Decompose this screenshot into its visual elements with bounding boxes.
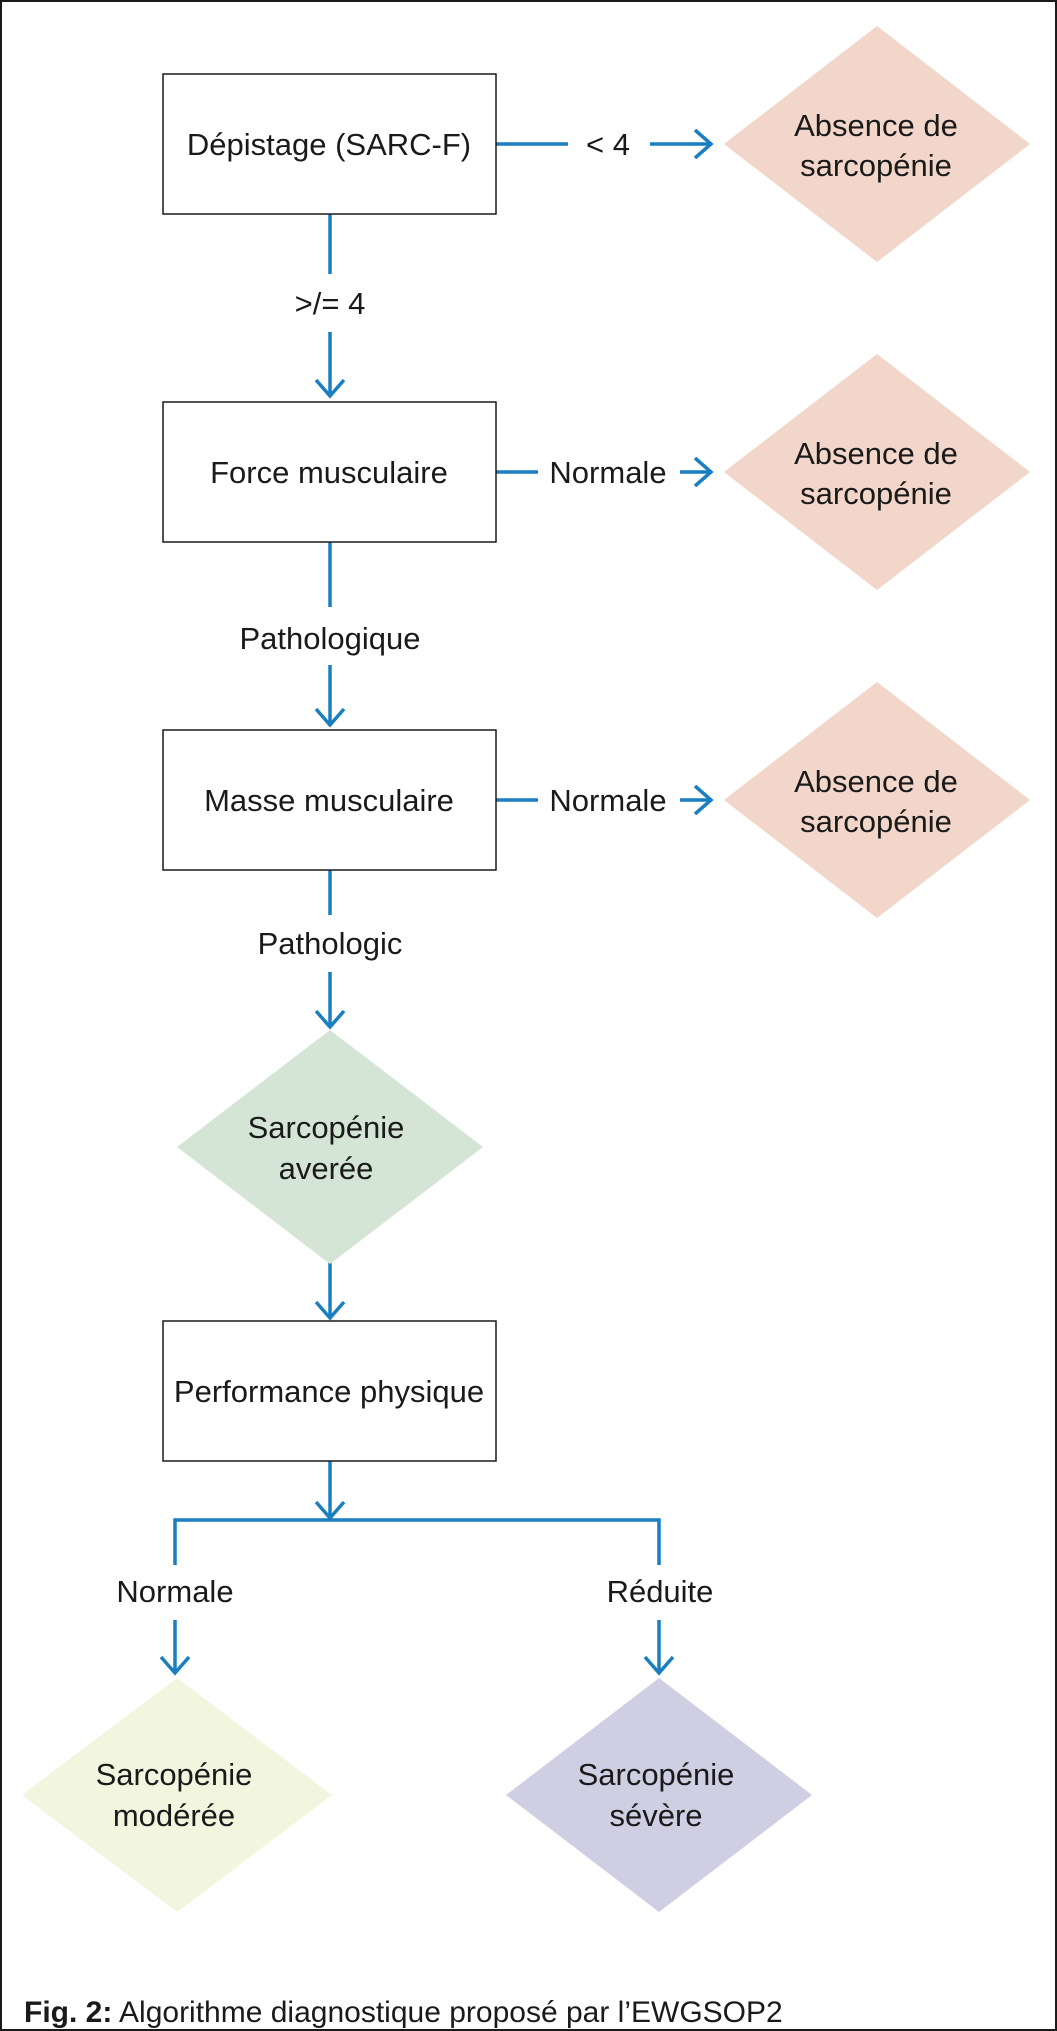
absence-diamond-3: Absence de sarcopénie (724, 682, 1030, 918)
confirmed-sarcopenia-diamond: Sarcopénie averée (177, 1030, 483, 1264)
edge-label-mass-normal: Normale (549, 783, 666, 818)
branch-line (173, 1518, 661, 1565)
strength-box: Force musculaire (162, 401, 497, 543)
edge-label-strength-pathological: Pathologique (240, 621, 421, 656)
arrowhead (314, 1500, 346, 1521)
absence-diamond-2: Absence de sarcopénie (724, 354, 1030, 590)
arrowhead (314, 707, 346, 728)
box-frame (162, 729, 497, 871)
diamond-shape (506, 1678, 812, 1912)
edge-label-strength-normal: Normale (549, 455, 666, 490)
connectors (159, 128, 714, 1676)
arrowhead (314, 378, 346, 399)
edge-label-lt4: < 4 (586, 127, 630, 162)
absence-diamond-1: Absence de sarcopénie (724, 26, 1030, 262)
arrowhead (314, 1009, 346, 1030)
mass-box: Masse musculaire (162, 729, 497, 871)
caption-text: Algorithme diagnostique proposé par l’EW… (112, 1996, 783, 2029)
diamond-shape (22, 1678, 332, 1912)
diamond-line-2: sarcopénie (800, 148, 952, 183)
arrowhead (693, 456, 714, 488)
figure-caption: Fig. 2: Algorithme diagnostique proposé … (24, 1998, 783, 2028)
diamond-shape (724, 26, 1030, 262)
screening-box: Dépistage (SARC-F) (162, 73, 497, 215)
diamond-line-2: sarcopénie (800, 476, 952, 511)
moderate-sarcopenia-diamond: Sarcopénie modérée (22, 1678, 332, 1912)
arrowhead (693, 128, 714, 160)
edge-label-mass-pathological: Pathologic (258, 926, 403, 961)
strength-label: Force musculaire (210, 455, 448, 490)
diamond-line-1: Sarcopénie (248, 1110, 405, 1145)
diamond-line-1: Absence de (794, 108, 958, 143)
edge-label-perf-reduced: Réduite (607, 1574, 714, 1609)
diamond-shape (724, 354, 1030, 590)
arrowhead (159, 1655, 191, 1676)
edge-label-perf-normal: Normale (116, 1574, 233, 1609)
diamond-line-2: averée (279, 1151, 374, 1186)
diamond-line-1: Absence de (794, 436, 958, 471)
performance-box: Performance physique (162, 1320, 497, 1462)
diamond-shape (177, 1030, 483, 1264)
diamond-line-1: Sarcopénie (96, 1757, 253, 1792)
box-frame (162, 73, 497, 215)
diamond-line-2: sarcopénie (800, 804, 952, 839)
arrowhead (643, 1655, 675, 1676)
diamond-shape (724, 682, 1030, 918)
box-frame (162, 1320, 497, 1462)
caption-label: Fig. 2: (24, 1996, 113, 2029)
edge-label-gte4: >/= 4 (295, 286, 366, 321)
performance-label: Performance physique (174, 1374, 484, 1409)
box-frame (162, 401, 497, 543)
arrowhead (693, 784, 714, 816)
mass-label: Masse musculaire (204, 783, 454, 818)
diamond-line-2: modérée (113, 1798, 235, 1833)
diamond-line-1: Sarcopénie (578, 1757, 735, 1792)
severe-sarcopenia-diamond: Sarcopénie sévère (506, 1678, 812, 1912)
arrowhead (314, 1300, 346, 1321)
diamond-line-1: Absence de (794, 764, 958, 799)
diamond-line-2: sévère (609, 1798, 702, 1833)
screening-label: Dépistage (SARC-F) (187, 127, 471, 162)
